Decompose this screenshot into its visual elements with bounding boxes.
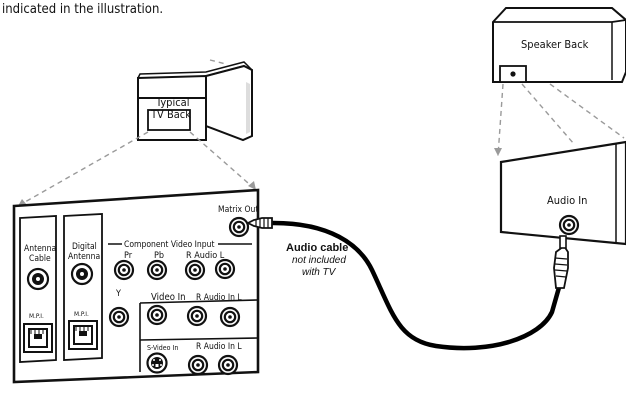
pb-jack-icon[interactable]	[146, 259, 168, 281]
mpi-left-label: M.P.I.	[29, 312, 44, 320]
audio-cable	[245, 217, 569, 351]
tv-label-line1: Typical	[155, 96, 189, 109]
tv-connector-panel: Matrix Out Antenna Cable Digital Antenna…	[12, 188, 260, 384]
audio-r-mid-jack-icon[interactable]	[186, 305, 208, 327]
y-jack-icon[interactable]	[108, 306, 130, 328]
audio-l-bottom-jack-icon[interactable]	[217, 354, 239, 376]
audio-cable-note-line2: with TV	[302, 267, 337, 278]
pr-label: Pr	[124, 251, 133, 261]
pb-label: Pb	[154, 251, 164, 261]
audio-cable-label: Audio cable	[286, 242, 348, 254]
r-audio-in-l-mid-label: R Audio In L	[196, 293, 242, 303]
cable-plug-right-icon	[553, 235, 569, 289]
audio-l-mid-jack-icon[interactable]	[219, 306, 241, 328]
speaker-guide-arrow	[494, 148, 502, 156]
antenna-cable-connector-icon[interactable]	[26, 267, 50, 291]
digital-antenna-label-line1: Digital	[72, 242, 97, 252]
intro-text: indicated in the illustration.	[2, 2, 163, 17]
antenna-cable-label-line2: Cable	[29, 254, 51, 264]
speaker-guide-lines	[497, 83, 625, 157]
mpi-left-port-icon[interactable]	[23, 323, 53, 353]
speaker-label: Speaker Back	[521, 38, 589, 51]
video-in-label: Video In	[151, 292, 186, 303]
digital-antenna-connector-icon[interactable]	[70, 262, 94, 286]
guide-arrow-right	[248, 181, 256, 190]
matrix-out-label: Matrix Out	[218, 205, 258, 215]
audio-in-jack-icon[interactable]	[558, 214, 580, 236]
r-audio-l-top-label: R Audio L	[186, 251, 225, 261]
speaker-back-illustration: Speaker Back	[492, 7, 626, 83]
matrix-out-jack-icon[interactable]	[228, 216, 250, 238]
audio-in-label: Audio In	[547, 194, 587, 207]
s-video-in-port-icon[interactable]	[146, 352, 168, 374]
audio-r-top-jack-icon[interactable]	[184, 259, 206, 281]
video-in-jack-icon[interactable]	[146, 304, 168, 326]
tv-label-line2: TV Back	[150, 108, 191, 121]
cable-plug-left-icon	[245, 217, 273, 229]
digital-antenna-label-line2: Antenna	[68, 252, 100, 262]
speaker-panel-enlarged: Audio In	[499, 140, 626, 246]
antenna-cable-label-line1: Antenna	[24, 244, 56, 254]
tv-back-illustration: Typical TV Back	[137, 61, 253, 142]
pr-jack-icon[interactable]	[113, 259, 135, 281]
audio-cable-note-line1: not included	[292, 255, 346, 266]
r-audio-in-l-bottom-label: R Audio In L	[196, 342, 242, 352]
mpi-right-port-icon[interactable]	[68, 320, 98, 350]
mpi-right-label: M.P.I.	[74, 310, 89, 318]
tv-guide-lines	[17, 59, 257, 207]
s-video-in-label: S-Video In	[147, 344, 178, 352]
audio-l-top-jack-icon[interactable]	[214, 258, 236, 280]
audio-r-bottom-jack-icon[interactable]	[187, 354, 209, 376]
component-video-input-label: Component Video Input	[124, 240, 214, 250]
y-label: Y	[115, 289, 121, 299]
